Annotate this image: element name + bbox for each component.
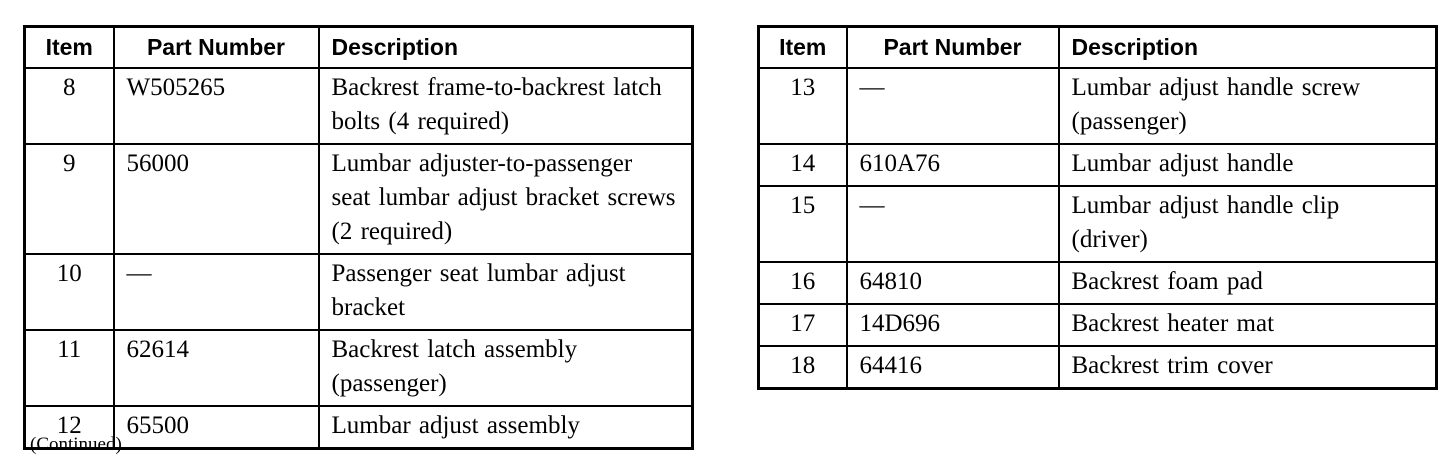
table-header-row: Item Part Number Description xyxy=(23,25,694,69)
table-row: 15 — Lumbar adjust handle clip (driver) xyxy=(757,185,1438,263)
description-cell: Lumbar adjuster-to-passenger seat lumbar… xyxy=(317,143,694,255)
table-row: 11 62614 Backrest latch assembly (passen… xyxy=(23,329,694,407)
part-number-cell: 65500 xyxy=(112,405,320,450)
description-cell: Lumbar adjust assembly xyxy=(317,405,694,450)
column-header-part-number: Part Number xyxy=(845,25,1060,69)
column-header-part-number: Part Number xyxy=(112,25,320,69)
item-cell: 14 xyxy=(757,143,848,187)
description-cell: Backrest trim cover xyxy=(1057,345,1438,390)
table-row: 8 W505265 Backrest frame-to-backrest lat… xyxy=(23,67,694,145)
column-header-item: Item xyxy=(23,25,115,69)
part-number-cell: — xyxy=(845,67,1060,145)
table-row: 16 64810 Backrest foam pad xyxy=(757,261,1438,305)
part-number-cell: 14D696 xyxy=(845,303,1060,347)
description-cell: Backrest heater mat xyxy=(1057,303,1438,347)
part-number-cell: 56000 xyxy=(112,143,320,255)
column-header-item: Item xyxy=(757,25,848,69)
description-cell: Lumbar adjust handle clip (driver) xyxy=(1057,185,1438,263)
description-cell: Passenger seat lumbar adjust bracket xyxy=(317,253,694,331)
column-header-description: Description xyxy=(1057,25,1438,69)
column-header-description: Description xyxy=(317,25,694,69)
part-number-cell: 610A76 xyxy=(845,143,1060,187)
description-cell: Lumbar adjust handle screw (passenger) xyxy=(1057,67,1438,145)
table-row: 14 610A76 Lumbar adjust handle xyxy=(757,143,1438,187)
part-number-cell: — xyxy=(845,185,1060,263)
parts-table-right: Item Part Number Description 13 — Lumbar… xyxy=(757,25,1438,390)
table-row: 18 64416 Backrest trim cover xyxy=(757,345,1438,390)
description-cell: Lumbar adjust handle xyxy=(1057,143,1438,187)
table-row: 17 14D696 Backrest heater mat xyxy=(757,303,1438,347)
part-number-cell: 64810 xyxy=(845,261,1060,305)
item-cell: 8 xyxy=(23,67,115,145)
table-row: 12 65500 Lumbar adjust assembly xyxy=(23,405,694,450)
parts-table-left: Item Part Number Description 8 W505265 B… xyxy=(23,25,694,450)
item-cell: 18 xyxy=(757,345,848,390)
part-number-cell: W505265 xyxy=(112,67,320,145)
item-cell: 17 xyxy=(757,303,848,347)
part-number-cell: 64416 xyxy=(845,345,1060,390)
part-number-cell: — xyxy=(112,253,320,331)
part-number-cell: 62614 xyxy=(112,329,320,407)
item-cell: 9 xyxy=(23,143,115,255)
table-header-row: Item Part Number Description xyxy=(757,25,1438,69)
item-cell: 16 xyxy=(757,261,848,305)
table-row: 9 56000 Lumbar adjuster-to-passenger sea… xyxy=(23,143,694,255)
item-cell: 10 xyxy=(23,253,115,331)
description-cell: Backrest frame-to-backrest latch bolts (… xyxy=(317,67,694,145)
table-row: 13 — Lumbar adjust handle screw (passeng… xyxy=(757,67,1438,145)
item-cell: 15 xyxy=(757,185,848,263)
description-cell: Backrest foam pad xyxy=(1057,261,1438,305)
item-cell: 13 xyxy=(757,67,848,145)
item-cell: 12 xyxy=(23,405,115,450)
item-cell: 11 xyxy=(23,329,115,407)
description-cell: Backrest latch assembly (passenger) xyxy=(317,329,694,407)
table-row: 10 — Passenger seat lumbar adjust bracke… xyxy=(23,253,694,331)
continued-note: (Continued) xyxy=(30,434,122,455)
